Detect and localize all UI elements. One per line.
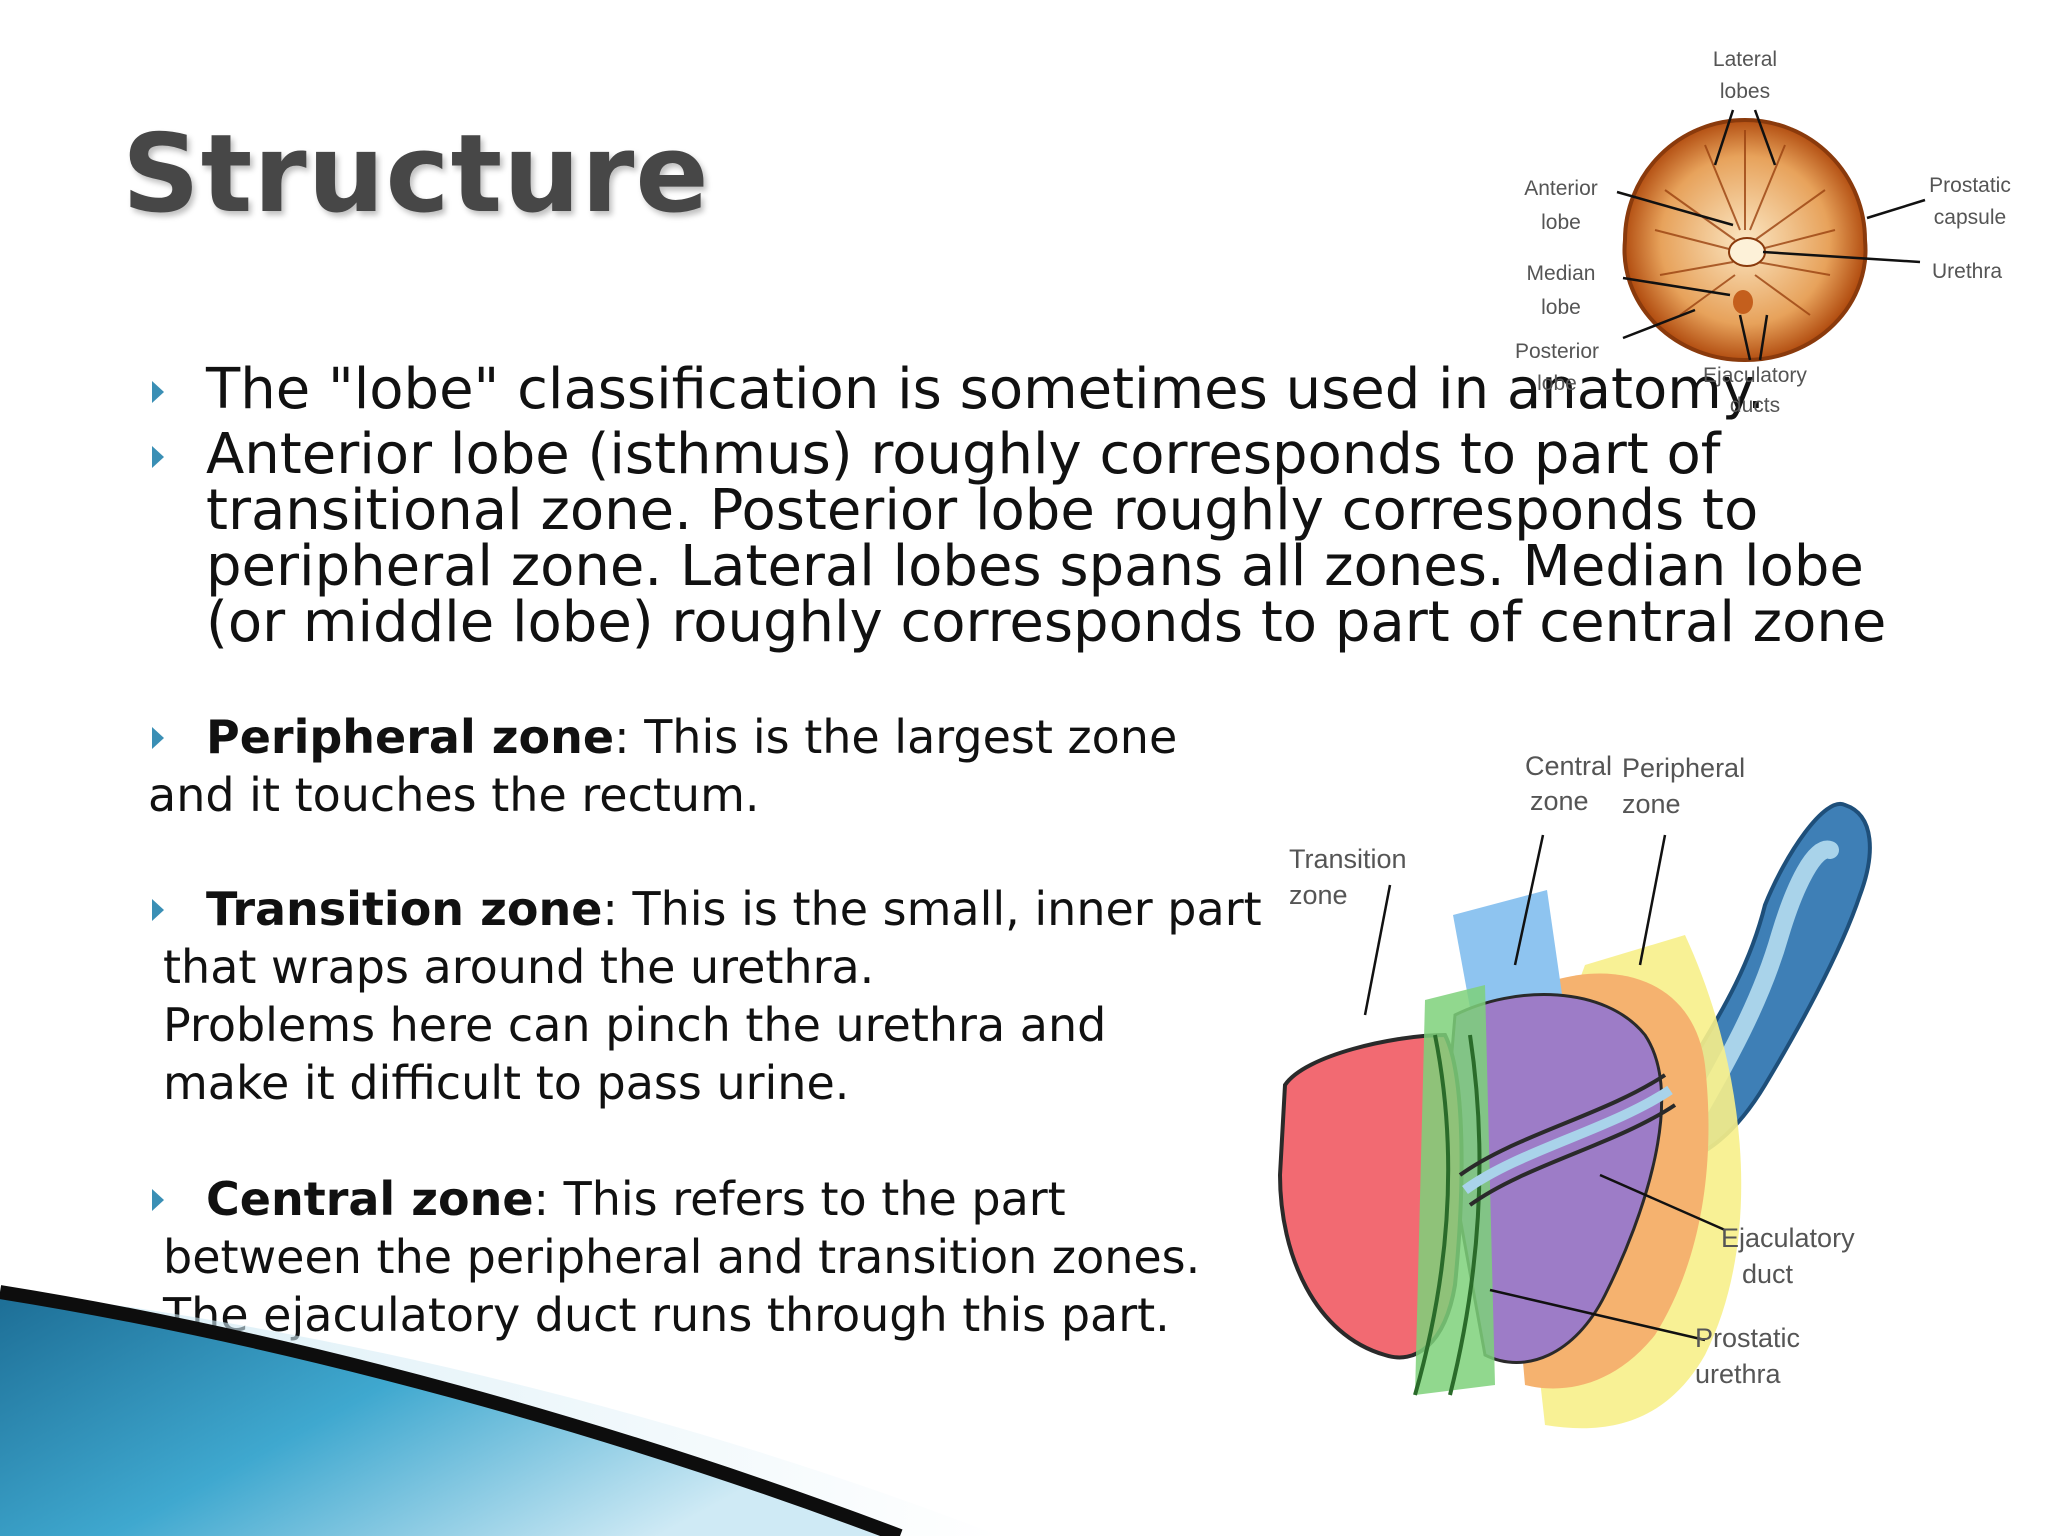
bullet-anterior-line-4: (or middle lobe) roughly corresponds to … bbox=[206, 590, 1887, 655]
label-capsule-2: capsule bbox=[1934, 206, 2006, 229]
label-central-1: Central bbox=[1525, 751, 1612, 781]
bullet-anterior-line-2: transitional zone. Posterior lobe roughl… bbox=[206, 478, 1759, 543]
bullet-lobe-classification: The "lobe" classification is sometimes u… bbox=[206, 357, 1765, 422]
transition-zone-line-1: Transition zone: This is the small, inne… bbox=[206, 880, 1262, 938]
label-central-2: zone bbox=[1530, 786, 1589, 816]
label-ejaculatory-duct-2: duct bbox=[1742, 1259, 1794, 1289]
central-zone-line-1: Central zone: This refers to the part bbox=[206, 1170, 1066, 1228]
transition-zone-line-2: that wraps around the urethra. bbox=[163, 940, 875, 994]
slide-title: Structure bbox=[122, 112, 710, 237]
central-zone-line-3: The ejaculatory duct runs through this p… bbox=[163, 1288, 1170, 1342]
central-zone-desc: : This refers to the part bbox=[533, 1172, 1066, 1226]
bullet-arrow-icon bbox=[152, 1189, 164, 1211]
central-zone-term: Central zone bbox=[206, 1172, 534, 1226]
transition-zone-term: Transition zone bbox=[206, 882, 603, 936]
label-lateral-2: lobes bbox=[1720, 80, 1770, 103]
peripheral-zone-term: Peripheral zone bbox=[206, 710, 615, 764]
label-ejaculatory-ducts-2: ducts bbox=[1730, 394, 1780, 417]
bullet-arrow-icon bbox=[152, 899, 164, 921]
label-median-1: Median bbox=[1527, 262, 1596, 285]
label-capsule-1: Prostatic bbox=[1929, 174, 2011, 197]
peripheral-zone-line-2: and it touches the rectum. bbox=[148, 768, 760, 822]
label-anterior-2: lobe bbox=[1541, 211, 1581, 234]
purple-region bbox=[1443, 993, 1664, 1364]
label-prostatic-urethra-1: Prostatic bbox=[1695, 1323, 1800, 1353]
bullet-arrow-icon bbox=[152, 727, 164, 749]
bullet-arrow-icon bbox=[152, 446, 164, 468]
label-posterior-2: lobe bbox=[1537, 372, 1577, 395]
label-ejaculatory-ducts-1: Ejaculatory bbox=[1703, 364, 1807, 387]
transition-zone-line-3: Problems here can pinch the urethra and bbox=[163, 998, 1107, 1052]
transition-zone-desc: : This is the small, inner part bbox=[602, 882, 1262, 936]
peripheral-zone-desc: : This is the largest zone bbox=[614, 710, 1178, 764]
prostate-cross-section bbox=[1622, 118, 1868, 363]
bullet-arrow-icon bbox=[152, 381, 164, 403]
zone-diagram-leader-lines bbox=[1363, 834, 1726, 1342]
label-ejaculatory-duct-1: Ejaculatory bbox=[1721, 1223, 1855, 1253]
label-lateral-1: Lateral bbox=[1713, 48, 1777, 71]
bullet-anterior-line-3: peripheral zone. Lateral lobes spans all… bbox=[206, 534, 1864, 599]
label-prostatic-urethra-2: urethra bbox=[1695, 1359, 1782, 1389]
bullet-anterior-line-1: Anterior lobe (isthmus) roughly correspo… bbox=[206, 422, 1721, 487]
label-peripheral-2: zone bbox=[1622, 789, 1681, 819]
transition-zone-line-4: make it difficult to pass urine. bbox=[163, 1056, 850, 1110]
lobe-diagram-arrows bbox=[1616, 109, 1926, 361]
peripheral-zone-line-1: Peripheral zone: This is the largest zon… bbox=[206, 708, 1177, 766]
lobe-cross-section-diagram: Lateral lobes Anterior lobe Median lobe … bbox=[1515, 48, 2011, 417]
prostate-zones-diagram: Central zone Peripheral zone Transition … bbox=[1277, 751, 1872, 1429]
label-peripheral-1: Peripheral bbox=[1622, 753, 1745, 783]
label-transition-1: Transition bbox=[1289, 844, 1407, 874]
label-transition-2: zone bbox=[1289, 880, 1348, 910]
label-median-2: lobe bbox=[1541, 296, 1581, 319]
central-zone-line-2: between the peripheral and transition zo… bbox=[163, 1230, 1201, 1284]
label-urethra: Urethra bbox=[1932, 260, 2002, 283]
green-region bbox=[1415, 985, 1495, 1395]
label-anterior-1: Anterior bbox=[1524, 177, 1598, 200]
label-posterior-1: Posterior bbox=[1515, 340, 1599, 363]
